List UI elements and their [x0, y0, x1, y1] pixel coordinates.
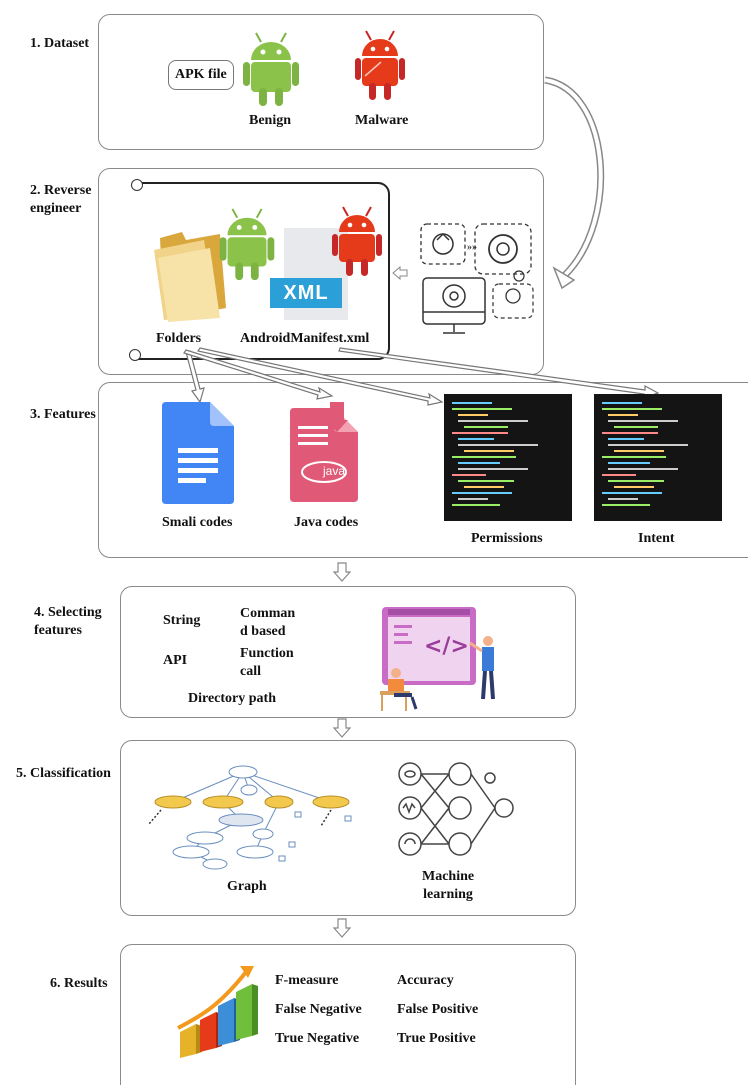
down-arrow-1 [333, 562, 351, 582]
stage-reverse-label-line1: 2. Reverse [30, 183, 92, 198]
feature-string: String [163, 613, 201, 628]
feature-function-line2: call [240, 664, 261, 679]
result-false-positive: False Positive [397, 1002, 479, 1017]
stage-selecting-label-line2: features [34, 623, 82, 638]
result-fmeasure: F-measure [275, 973, 339, 988]
java-label: Java codes [294, 515, 359, 530]
manifest-label: AndroidManifest.xml [240, 331, 370, 346]
developers-illustration: </> [380, 607, 495, 711]
stage-dataset-label: 1. Dataset [30, 36, 90, 51]
stage-selecting-label-line1: 4. Selecting [34, 605, 102, 620]
result-false-negative: False Negative [275, 1002, 362, 1017]
stage-reverse-label: 2. Reverse engineer [30, 182, 91, 218]
frame-dot-top [131, 179, 143, 191]
xml-badge: XML [270, 278, 342, 308]
stage-selecting-label: 4. Selecting features [34, 604, 102, 640]
permissions-code-icon [444, 394, 572, 521]
android-malware-icon [355, 30, 405, 100]
graph-label: Graph [227, 879, 267, 894]
flow-curved-arrow [544, 76, 605, 290]
apk-file-box: APK file [168, 60, 234, 90]
folder-icon [154, 232, 226, 322]
stage-results-label: 6. Results [50, 976, 108, 991]
stage-dataset-panel [98, 14, 544, 150]
folders-label: Folders [156, 331, 202, 346]
down-arrow-2 [333, 718, 351, 738]
stage-results-panel [120, 944, 576, 1085]
reverse-inner-frame [138, 182, 390, 360]
stage-selecting-panel [120, 586, 576, 718]
feature-command-line2: d based [240, 624, 286, 639]
benign-label: Benign [249, 113, 292, 128]
android-malware-icon-2 [332, 206, 382, 276]
intent-code-icon [594, 394, 722, 521]
malware-label: Malware [355, 113, 409, 128]
svg-text:»»: »» [467, 242, 477, 253]
result-accuracy: Accuracy [397, 973, 454, 988]
small-left-arrow [392, 266, 408, 280]
permissions-label: Permissions [471, 531, 543, 546]
smali-label: Smali codes [162, 515, 233, 530]
ml-label-line1: Machine [422, 869, 475, 884]
stage-classification-panel [120, 740, 576, 916]
feature-command-line1: Comman [240, 606, 296, 621]
bar-chart-icon [177, 966, 258, 1058]
android-benign-icon [243, 32, 299, 106]
stage-classification-label: 5. Classification [16, 766, 111, 781]
android-benign-icon-2 [219, 208, 275, 281]
gears-monitor-icon: »» [420, 223, 534, 334]
stage-reverse-label-line2: engineer [30, 201, 82, 216]
intent-label: Intent [638, 531, 675, 546]
feature-function-line1: Function [240, 646, 294, 661]
java-badge: java [322, 464, 345, 478]
down-arrow-3 [333, 918, 351, 938]
ml-label-line2: learning [423, 887, 473, 902]
stage-features-label: 3. Features [30, 407, 96, 422]
svg-text:</>: </> [424, 634, 469, 659]
java-file-icon [290, 402, 358, 502]
result-true-positive: True Positive [397, 1031, 476, 1046]
result-true-negative: True Negative [275, 1031, 360, 1046]
graph-diagram-icon [148, 765, 352, 870]
neural-network-icon [398, 762, 514, 856]
feature-arrows [183, 347, 660, 406]
smali-doc-icon [162, 402, 234, 504]
ml-label: Machine learning [422, 868, 474, 904]
feature-directory: Directory path [188, 691, 276, 706]
frame-dot-bottom [129, 349, 141, 361]
feature-api: API [163, 653, 188, 668]
